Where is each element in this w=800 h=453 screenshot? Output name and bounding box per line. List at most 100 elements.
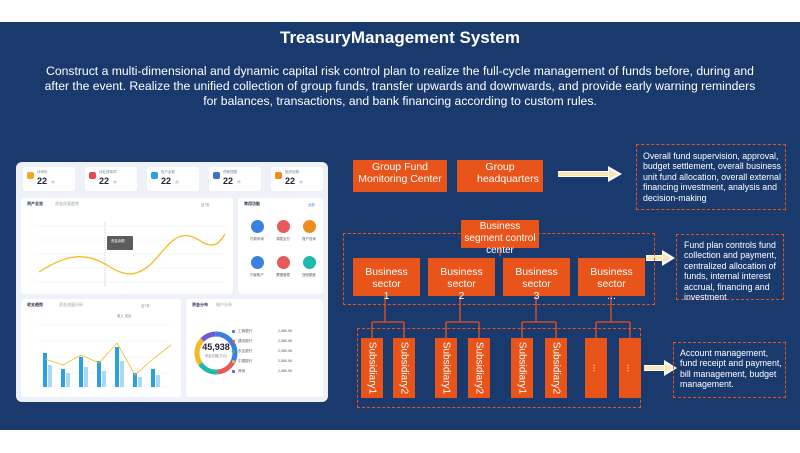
legend-swatch — [232, 360, 235, 363]
subsidiary-box: Subsidiary1 — [361, 338, 383, 398]
kpi-label: 预警提醒 — [223, 170, 237, 174]
kpi-label: 账户余额 — [161, 170, 175, 174]
fund-total-label: 资金总额(万元) — [204, 354, 228, 358]
kpi-icon — [27, 172, 34, 179]
middle-note: Fund plan controls fund collection and p… — [684, 240, 777, 303]
subsidiary-label: Subsidiary1 — [440, 341, 452, 395]
quick-function-label: 付款申请 — [250, 237, 264, 241]
legend-name: 农业银行 — [238, 349, 253, 353]
page-title: TreasuryManagement System — [280, 28, 520, 47]
cashflow-bar-tab[interactable]: 资金流量分析 — [59, 302, 83, 307]
kpi-icon — [89, 172, 96, 179]
kpi-label: 待审批 — [37, 170, 48, 174]
legend-value: 2,580.96 — [278, 359, 292, 363]
trend-filter[interactable]: 近7天 — [201, 203, 210, 207]
group-fund-monitoring-box: Group Fund Monitoring Center — [353, 160, 447, 192]
quick-functions-panel: 常用功能 全部 付款申请调拨支付账户查询内部账户票据管理授信额度 — [238, 198, 323, 294]
legend-name: 其他 — [238, 369, 246, 373]
legend-value: 2,580.96 — [278, 349, 292, 353]
cashflow-bar-title: 收支趋势 — [27, 302, 43, 307]
subsidiary-label: ... — [624, 363, 636, 373]
kpi-value: 22 — [285, 176, 296, 186]
kpi-label: 融资到期 — [285, 170, 299, 174]
cashflow-bar-filter[interactable]: 近7天 — [141, 304, 150, 308]
arrow-icons — [558, 166, 677, 376]
business-sector-label: Business sector — [440, 266, 483, 290]
legend-row: 中国银行 2,580.96 — [232, 359, 302, 365]
legend-value: 2,580.96 — [278, 339, 292, 343]
kpi-unit: 个 — [299, 180, 303, 185]
legend-swatch — [232, 340, 235, 343]
segment-control-center-box: Business segment control center — [461, 220, 539, 256]
trend-line-chart — [35, 222, 226, 286]
quick-function-label: 票据管理 — [276, 273, 290, 277]
subsidiary-box: Subsidiary2 — [545, 338, 567, 398]
legend-name: 中国银行 — [238, 359, 253, 363]
internal-account-icon[interactable] — [251, 256, 264, 269]
segment-control-center-label: Business segment control center — [464, 221, 536, 256]
legend-value: 2,580.96 — [278, 329, 292, 333]
trend-panel-title: 资产总览 — [27, 201, 43, 206]
business-sector-number: ... — [607, 290, 616, 302]
trend-panel-tab[interactable]: 资金存量趋势 — [55, 201, 79, 206]
trend-line — [38, 233, 226, 275]
fund-distribution-tab[interactable]: 账户分布 — [216, 302, 232, 307]
subsidiary-label: Subsidiary2 — [398, 341, 410, 395]
payment-icon[interactable] — [251, 220, 264, 233]
quick-function-label: 调拨支付 — [276, 237, 290, 241]
fund-distribution-donut — [194, 331, 238, 375]
top-note: Overall fund supervision, approval, budg… — [643, 151, 781, 203]
bill-icon[interactable] — [277, 256, 290, 269]
cashflow-bar-chart — [35, 324, 173, 388]
account-icon[interactable] — [303, 220, 316, 233]
middle-note-frame — [676, 234, 784, 300]
subsidiary-label: ... — [590, 363, 602, 373]
kpi-label: 待处理事项 — [99, 170, 117, 174]
business-sector-box: Business sector... — [578, 258, 645, 302]
group-headquarters-box: Group headquarters — [457, 160, 543, 192]
credit-icon[interactable] — [303, 256, 316, 269]
subsidiary-label: Subsidiary1 — [366, 341, 378, 395]
legend-swatch — [232, 350, 235, 353]
kpi-icon — [275, 172, 282, 179]
quick-functions-more-link[interactable]: 全部 — [308, 203, 315, 207]
subsidiary-label: Subsidiary2 — [473, 341, 485, 395]
kpi-unit: 个 — [113, 180, 117, 185]
legend-swatch — [232, 330, 235, 333]
page-description: Construct a multi-dimensional and dynami… — [44, 64, 756, 108]
subsidiary-box: Subsidiary1 — [511, 338, 533, 398]
quick-function-label: 账户查询 — [302, 237, 316, 241]
business-sector-number: 2 — [458, 290, 465, 302]
business-sector-number: 1 — [383, 290, 390, 302]
subsidiary-box: Subsidiary2 — [468, 338, 490, 398]
top-note-frame — [636, 144, 786, 210]
subsidiary-box: Subsidiary1 — [435, 338, 457, 398]
kpi-value: 22 — [99, 176, 110, 186]
quick-function-label: 内部账户 — [250, 273, 264, 277]
bottom-note-frame — [673, 342, 786, 398]
kpi-unit: 个 — [237, 180, 241, 185]
legend-row: 其他 2,580.96 — [232, 369, 302, 375]
business-sector-label: Business sector — [515, 266, 558, 290]
business-sector-number: 3 — [533, 290, 540, 302]
cashflow-bar-legend: 收入 支出 — [117, 314, 132, 318]
subsidiary-label: Subsidiary2 — [550, 341, 562, 395]
kpi-value: 22 — [223, 176, 234, 186]
transfer-icon[interactable] — [277, 220, 290, 233]
kpi-value: 22 — [37, 176, 48, 186]
trend-panel: 资产总览 资金存量趋势 近7天 资金余额 — [21, 198, 233, 294]
subsidiary-box: Subsidiary2 — [393, 338, 415, 398]
subsidiary-box: ... — [619, 338, 641, 398]
legend-value: 2,580.96 — [278, 369, 292, 373]
kpi-icon — [213, 172, 220, 179]
